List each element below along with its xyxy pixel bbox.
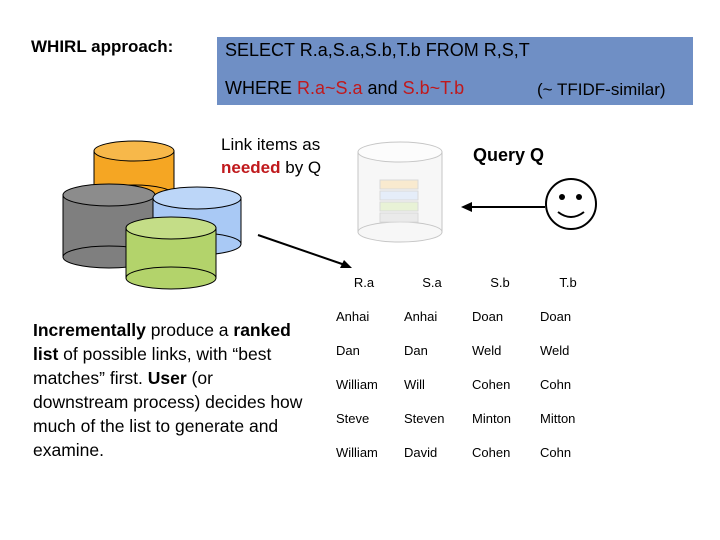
table-cell: Dan [336, 342, 360, 358]
desc-bold-1: Incrementally [33, 320, 146, 340]
database-icon-linked [357, 141, 443, 243]
sql-where-line: WHERE R.a~S.a and S.b~T.b [225, 78, 464, 99]
arrow-query-to-db [461, 202, 545, 212]
table-cell: Cohen [472, 444, 511, 460]
query-label: Query Q [473, 145, 545, 165]
table-cell: Anhai [336, 308, 370, 324]
table-cell: David [404, 444, 438, 460]
column-header: R.a [353, 274, 375, 290]
table-row: William Will Cohen Cohn [330, 367, 602, 401]
table-cell: William [336, 376, 378, 392]
desc-bold-3: User [147, 368, 187, 388]
sql-select-line: SELECT R.a,S.a,S.b,T.b FROM R,S,T [225, 40, 530, 60]
ranked-links-table: R.a S.a S.b T.b Anhai Anhai Doan Doan Da… [330, 265, 602, 469]
sql-where-cond1: R.a~S.a [297, 78, 363, 98]
description-text: Incrementally produce a ranked list of p… [33, 318, 313, 462]
sql-where-cond2: S.b~T.b [402, 78, 465, 98]
table-cell: Doan [472, 308, 504, 324]
smiley-face-icon [545, 178, 597, 230]
table-cell: Weld [472, 342, 502, 358]
table-cell: Cohn [540, 376, 572, 392]
sql-query-box [217, 37, 693, 105]
column-header: S.b [490, 274, 510, 290]
table-row: Anhai Anhai Doan Doan [330, 299, 602, 333]
table-row: William David Cohen Cohn [330, 435, 602, 469]
table-cell: William [336, 444, 378, 460]
approach-label: WHIRL approach: [31, 37, 174, 56]
table-cell: Minton [472, 410, 512, 426]
needed-word: needed [221, 158, 281, 177]
desc-text-3: (or downstream process) decides how much… [33, 368, 303, 460]
arrow-db-to-table [257, 234, 352, 268]
link-note-line1: Link items as [221, 135, 321, 154]
table-cell: Steve [336, 410, 370, 426]
table-header-row: R.a S.a S.b T.b [330, 265, 602, 299]
table-cell: Anhai [404, 308, 438, 324]
table-cell: Cohen [472, 376, 511, 392]
database-icon-green [125, 216, 217, 290]
table-cell: Mitton [540, 410, 576, 426]
by-q: by Q [280, 158, 322, 177]
desc-bold-2: ranked list [33, 320, 291, 364]
desc-text-1: produce a [145, 320, 234, 340]
sql-where-prefix: WHERE [225, 78, 297, 98]
table-cell: Cohn [540, 444, 572, 460]
sql-note: (~ TFIDF-similar) [537, 80, 666, 99]
sql-where-and: and [362, 78, 403, 98]
table-cell: Doan [540, 308, 572, 324]
table-cell: Steven [404, 410, 445, 426]
column-header: T.b [559, 274, 577, 290]
table-cell: Will [404, 376, 425, 392]
table-row: Steve Steven Minton Mitton [330, 401, 602, 435]
table-cell: Dan [404, 342, 428, 358]
table-cell: Weld [540, 342, 570, 358]
table-row: Dan Dan Weld Weld [330, 333, 602, 367]
column-header: S.a [422, 274, 442, 290]
desc-text-2: of possible links, with “best matches” f… [33, 344, 272, 388]
link-items-note: Link items as needed by Q [221, 133, 321, 179]
link-note-line2: needed by Q [221, 156, 321, 179]
